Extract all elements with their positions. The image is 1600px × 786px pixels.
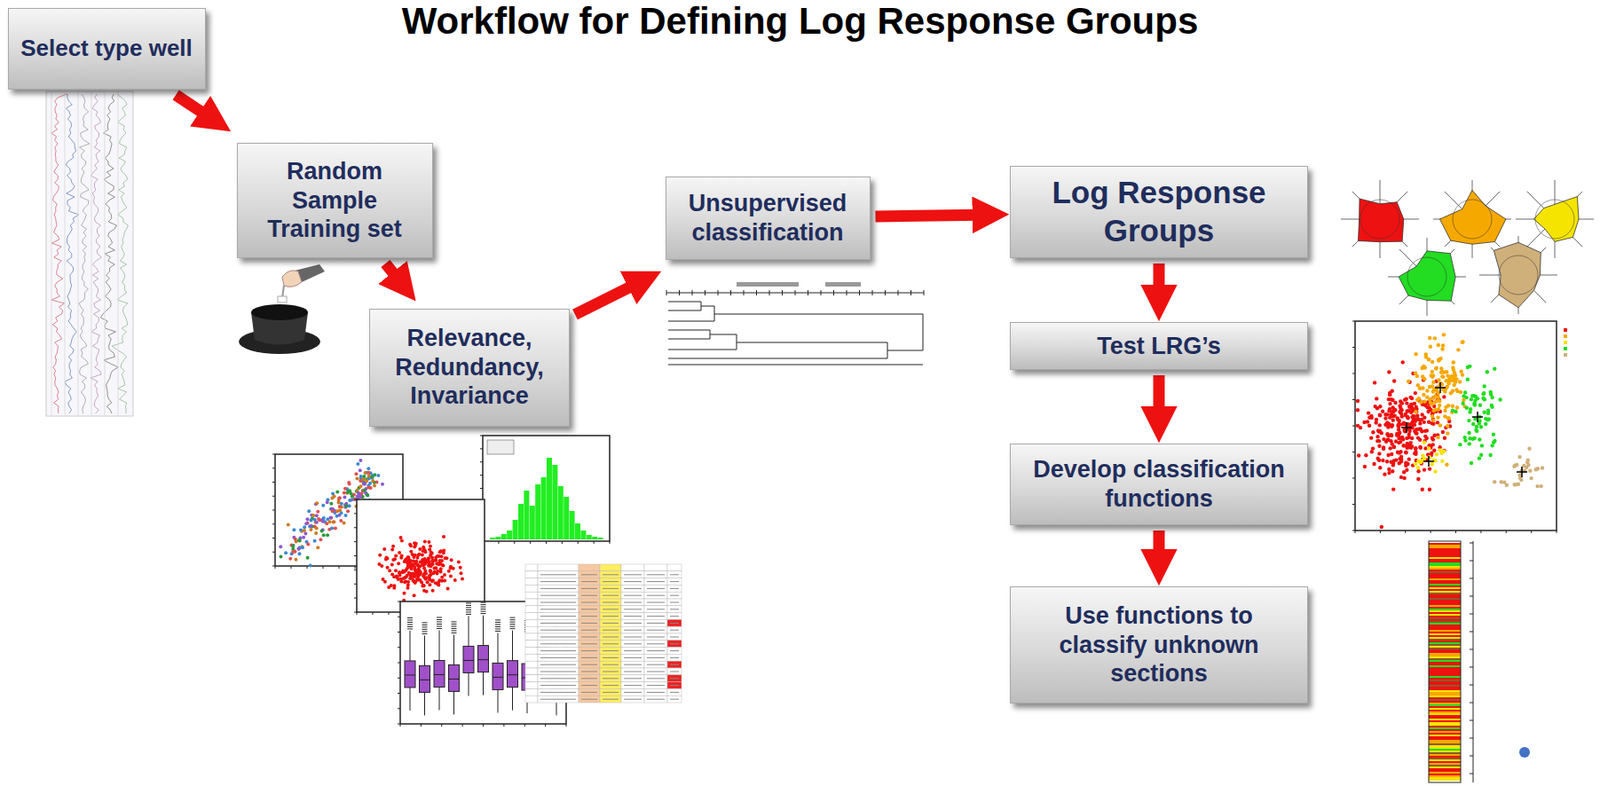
process-box: Random Sample Training set [236,142,434,259]
process-box: Unsupervised classification [665,176,871,261]
arrow-connector [175,94,206,116]
box-label: Select type well [20,34,193,64]
title: Workflow for Defining Log Response Group… [0,0,1600,43]
arrow-connector [575,284,636,316]
arrow-connector [1153,530,1166,557]
process-box: Use functions to classify unknown sectio… [1009,586,1309,704]
scatter-plot [354,499,485,615]
box-label: Log Response Groups [1025,173,1293,250]
arrow-connector [875,214,981,217]
bullet-dot [1519,747,1530,758]
arrow-connector [385,263,397,279]
box-label: Test LRG’s [1096,331,1222,362]
box-label: Use functions to classify unknown sectio… [1030,601,1288,690]
cluster-scatter-plot [1352,321,1568,534]
histogram [480,435,610,544]
box-label: Relevance, Redundancy, Invariance [380,323,559,412]
arrow-connector [1153,375,1166,414]
process-box: Test LRG’s [1009,322,1309,371]
classified-log-column [1428,541,1474,783]
dendrogram [666,282,924,365]
box-label: Unsupervised classification [677,189,860,248]
statistics-table [525,564,682,703]
box-label: Develop classification functions [1025,455,1293,514]
process-box: Select type well [7,7,206,90]
process-box: Relevance, Redundancy, Invariance [369,308,570,427]
process-box: Develop classification functions [1009,443,1309,526]
well-log-image [46,91,134,417]
top-hat-picture [238,264,325,355]
arrow-connector [1153,263,1166,292]
process-box: Log Response Groups [1009,165,1309,259]
box-label: Random Sample Training set [257,157,413,245]
radar-charts [1340,180,1594,316]
